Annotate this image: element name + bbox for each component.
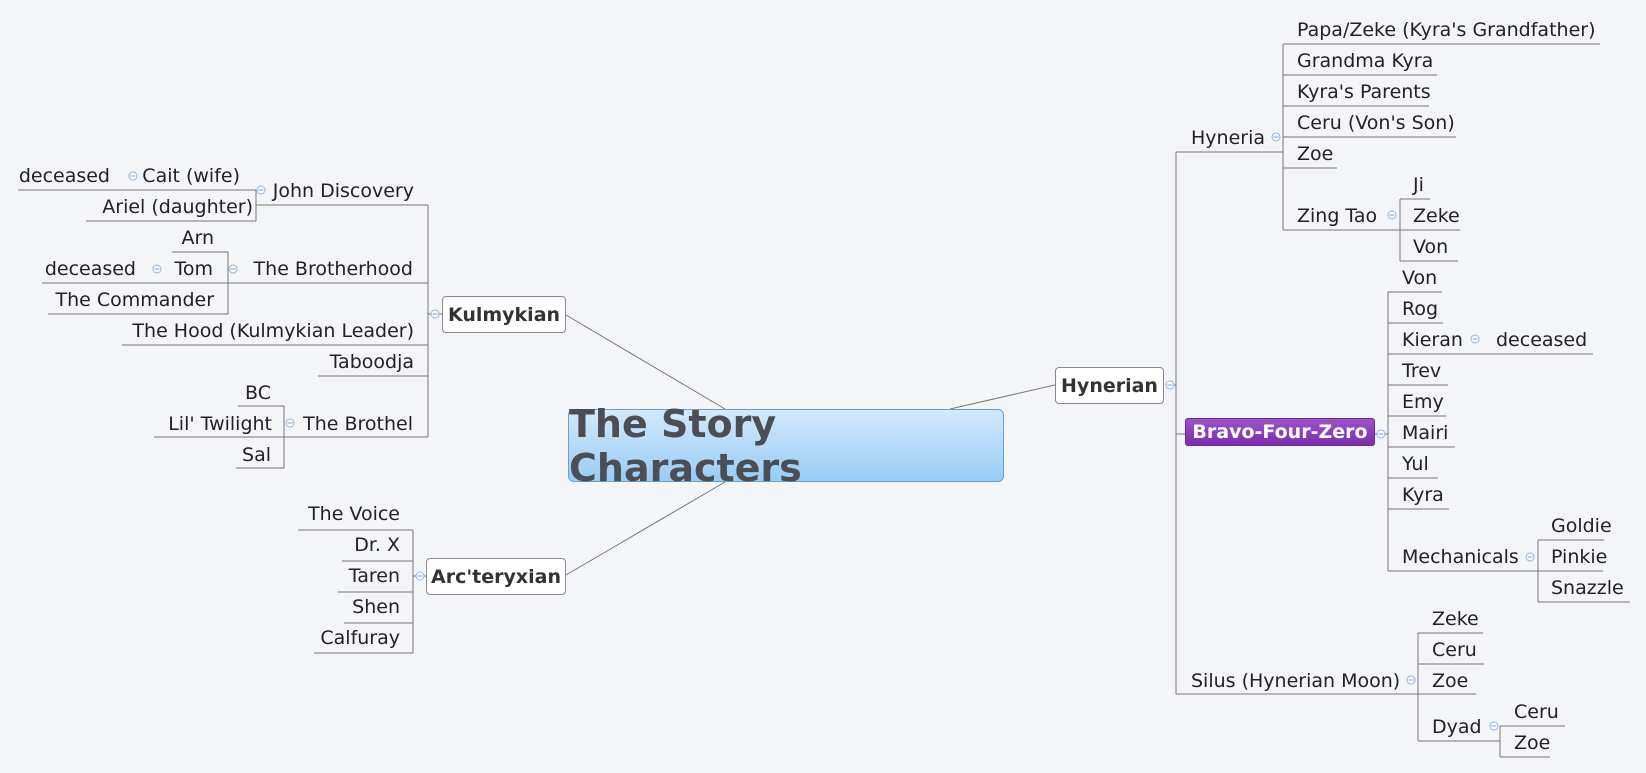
arcteryxian-node[interactable]: Arc'teryxian <box>426 558 566 595</box>
dyad-label[interactable]: Dyad <box>1432 716 1482 738</box>
hyneria-label[interactable]: Hyneria <box>1191 127 1265 149</box>
collapse-hynerian-icon[interactable] <box>1165 380 1175 390</box>
tom-deceased-label[interactable]: deceased <box>44 258 136 280</box>
john-discovery-label[interactable]: John Discovery <box>272 180 414 202</box>
collapse-tom-icon[interactable] <box>152 264 162 274</box>
emy-label[interactable]: Emy <box>1402 391 1444 413</box>
collapse-brotherhood-icon[interactable] <box>228 264 238 274</box>
kulmykian-node[interactable]: Kulmykian <box>442 296 566 333</box>
shen-label[interactable]: Shen <box>352 596 400 618</box>
silus-zeke-label[interactable]: Zeke <box>1432 608 1479 630</box>
zing-tao-label[interactable]: Zing Tao <box>1297 205 1378 227</box>
goldie-label[interactable]: Goldie <box>1551 515 1612 537</box>
rog-label[interactable]: Rog <box>1402 298 1439 320</box>
tom-label[interactable]: Tom <box>174 258 213 280</box>
grandma-kyra-label[interactable]: Grandma Kyra <box>1297 50 1434 72</box>
pinkie-label[interactable]: Pinkie <box>1551 546 1608 568</box>
ji-label[interactable]: Ji <box>1413 174 1424 196</box>
commander-label[interactable]: The Commander <box>55 289 214 311</box>
yul-label[interactable]: Yul <box>1402 453 1429 475</box>
ceru-vons-son-label[interactable]: Ceru (Von's Son) <box>1297 112 1455 134</box>
collapse-kieran-icon[interactable] <box>1470 334 1480 344</box>
central-topic[interactable]: The Story Characters <box>568 402 1004 490</box>
collapse-mechanicals-icon[interactable] <box>1525 552 1535 562</box>
collapse-dyad-icon[interactable] <box>1489 721 1499 731</box>
hyneria-zoe-label[interactable]: Zoe <box>1297 143 1334 165</box>
dyad-ceru-label[interactable]: Ceru <box>1514 701 1559 723</box>
collapse-zing-tao-icon[interactable] <box>1387 210 1397 220</box>
silus-ceru-label[interactable]: Ceru <box>1432 639 1477 661</box>
cait-deceased-label[interactable]: deceased <box>18 165 110 187</box>
collapse-bravo-icon[interactable] <box>1376 429 1386 439</box>
collapse-brothel-icon[interactable] <box>285 418 295 428</box>
hood-label[interactable]: The Hood (Kulmykian Leader) <box>132 320 414 342</box>
silus-label[interactable]: Silus (Hynerian Moon) <box>1191 670 1401 692</box>
mechanicals-label[interactable]: Mechanicals <box>1402 546 1519 568</box>
kyras-parents-label[interactable]: Kyra's Parents <box>1297 81 1431 103</box>
collapse-kulmykian-icon[interactable] <box>430 309 440 319</box>
bravo-four-zero-node[interactable]: Bravo-Four-Zero <box>1185 418 1375 446</box>
brotherhood-label[interactable]: The Brotherhood <box>253 258 413 280</box>
twilight-label[interactable]: Lil' Twilight <box>168 413 272 435</box>
collapse-silus-icon[interactable] <box>1406 675 1416 685</box>
snazzle-label[interactable]: Snazzle <box>1551 577 1624 599</box>
cait-label[interactable]: Cait (wife) <box>142 165 240 187</box>
collapse-john-discovery-icon[interactable] <box>256 185 266 195</box>
zing-von-label[interactable]: Von <box>1413 236 1449 258</box>
bc-label[interactable]: BC <box>245 382 271 404</box>
collapse-arcteryxian-icon[interactable] <box>415 571 425 581</box>
kyra-label[interactable]: Kyra <box>1402 484 1444 506</box>
drx-label[interactable]: Dr. X <box>354 534 400 556</box>
trev-label[interactable]: Trev <box>1402 360 1442 382</box>
kieran-label[interactable]: Kieran <box>1402 329 1463 351</box>
collapse-cait-icon[interactable] <box>128 171 138 181</box>
brothel-label[interactable]: The Brothel <box>303 413 413 435</box>
mairi-label[interactable]: Mairi <box>1402 422 1449 444</box>
collapse-hyneria-icon[interactable] <box>1271 132 1281 142</box>
papa-zeke-label[interactable]: Papa/Zeke (Kyra's Grandfather) <box>1297 19 1596 41</box>
kieran-deceased-label[interactable]: deceased <box>1496 329 1588 351</box>
sal-label[interactable]: Sal <box>242 444 271 466</box>
ariel-label[interactable]: Ariel (daughter) <box>102 196 253 218</box>
zing-zeke-label[interactable]: Zeke <box>1413 205 1460 227</box>
silus-zoe-label[interactable]: Zoe <box>1432 670 1469 692</box>
taboodja-label[interactable]: Taboodja <box>329 351 414 373</box>
arn-label[interactable]: Arn <box>181 227 214 249</box>
taren-label[interactable]: Taren <box>348 565 400 587</box>
hynerian-node[interactable]: Hynerian <box>1055 367 1164 404</box>
calfuray-label[interactable]: Calfuray <box>320 627 400 649</box>
voice-label[interactable]: The Voice <box>308 503 400 525</box>
bravo-von-label[interactable]: Von <box>1402 267 1438 289</box>
dyad-zoe-label[interactable]: Zoe <box>1514 732 1551 754</box>
